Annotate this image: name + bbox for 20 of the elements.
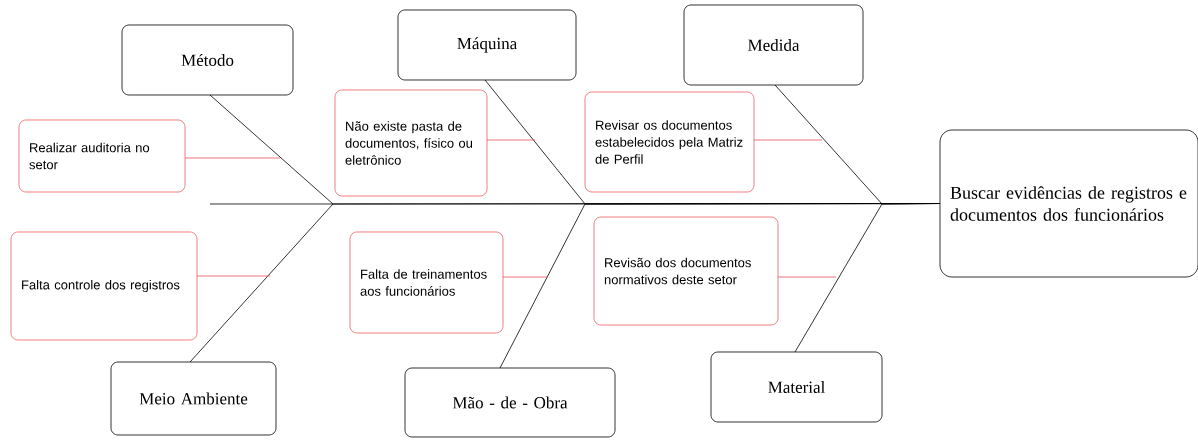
branch-line (777, 276, 837, 278)
branch-line (184, 157, 281, 159)
category-box: Meio Ambiente (110, 361, 277, 436)
category-box: Método (121, 24, 294, 96)
category-box: Mão - de - Obra (404, 367, 616, 438)
cause-box: Falta controle dos registros (10, 231, 198, 341)
cause-box: Revisar os documentos estabelecidos pela Matriz de Perfil (584, 91, 755, 193)
category-box: Medida (683, 4, 864, 86)
cause-box: Não existe pasta de documentos, físico ou eletrônico (334, 89, 488, 197)
effect-box: Buscar evidências de registros e documentos dos funcionários (939, 129, 1198, 278)
branch-line (486, 139, 536, 141)
branch-line (196, 275, 271, 277)
cause-box: Revisão dos documentos normativos deste setor (593, 216, 779, 326)
cause-box: Realizar auditoria no setor (18, 119, 186, 193)
bone-line (794, 203, 940, 353)
branch-line (502, 276, 549, 278)
category-box: Máquina (397, 9, 577, 81)
category-box: Material (710, 351, 883, 423)
cause-box: Falta de treinamentos aos funcionários (349, 231, 504, 334)
branch-line (753, 139, 823, 141)
